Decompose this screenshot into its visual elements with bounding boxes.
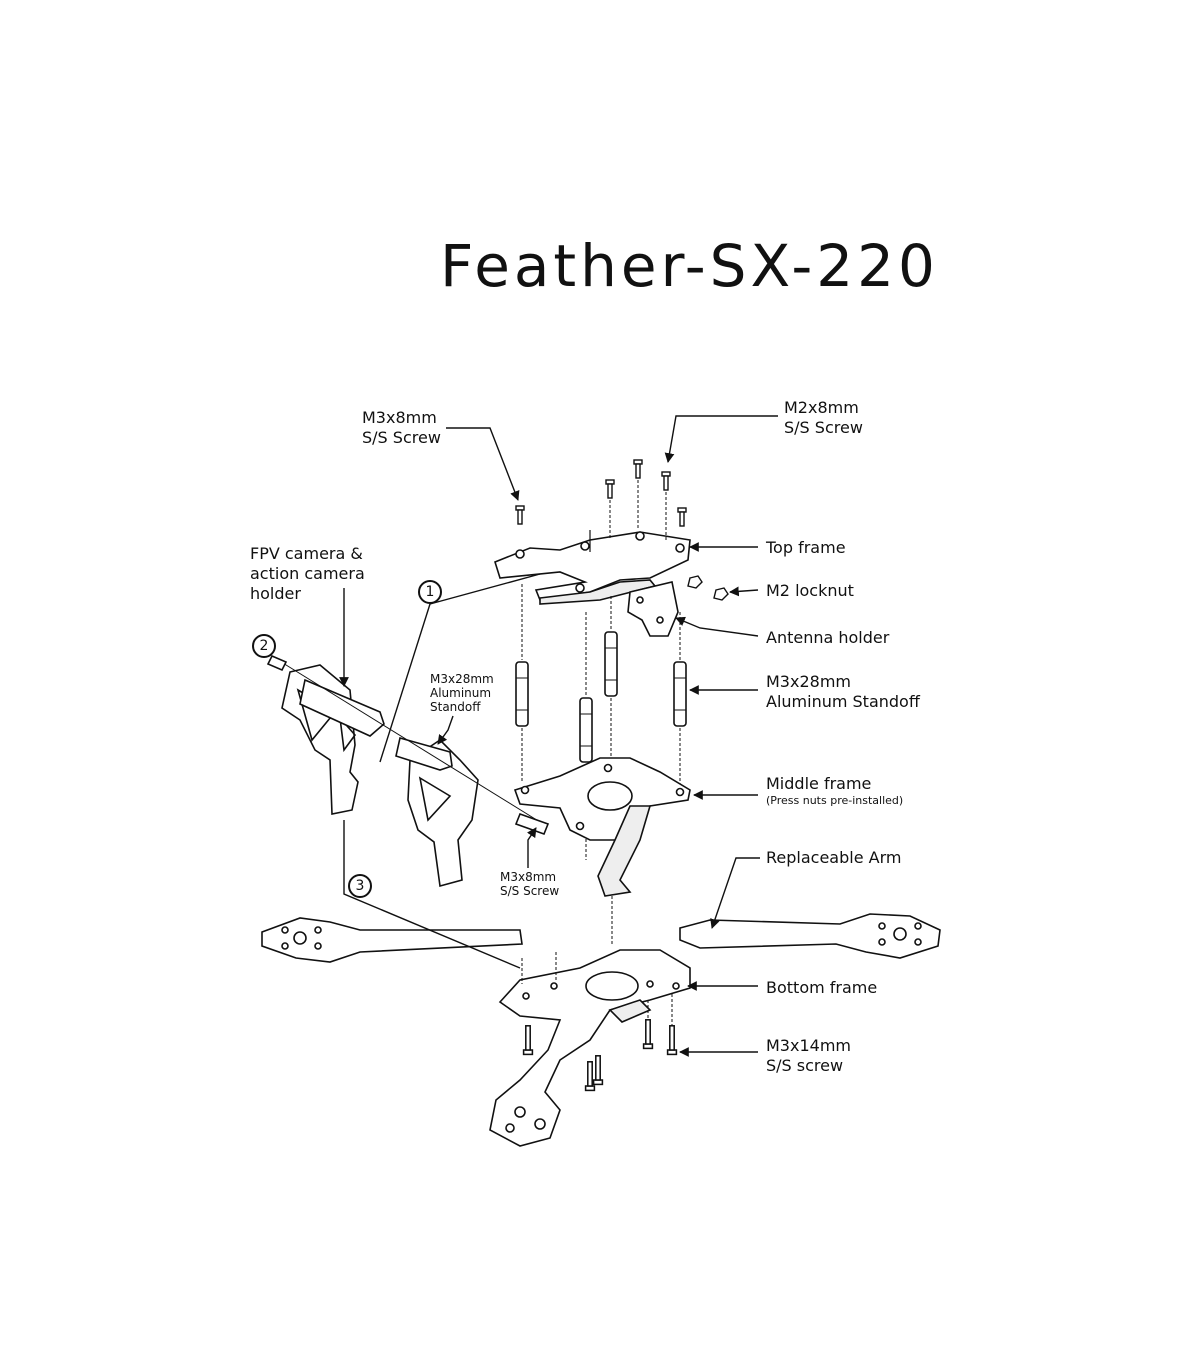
step-badge-1: 1 bbox=[418, 580, 442, 604]
label-m2-locknut: M2 locknut bbox=[766, 581, 854, 600]
label-m2x8-line2: S/S Screw bbox=[784, 418, 863, 437]
label-m2x8-line1: M2x8mm bbox=[784, 398, 859, 417]
label-middle-frame: Middle frame bbox=[766, 774, 872, 793]
camera-holder-right bbox=[407, 738, 479, 888]
step-badge-3: 3 bbox=[348, 874, 372, 898]
label-standoff-right-line2: Aluminum Standoff bbox=[766, 692, 920, 711]
label-fpv-line2: action camera bbox=[250, 564, 365, 583]
antenna-holder-part bbox=[627, 581, 679, 637]
label-m3x8-mid-line1: M3x8mm bbox=[500, 870, 557, 884]
top-screws bbox=[515, 459, 687, 552]
top-frame-part bbox=[494, 531, 691, 605]
label-middle-frame-note: (Press nuts pre-installed) bbox=[766, 794, 904, 807]
label-antenna-holder: Antenna holder bbox=[766, 628, 890, 647]
label-fpv-line3: holder bbox=[250, 584, 301, 603]
step-badge-2: 2 bbox=[252, 634, 276, 658]
label-m3x14: M3x14mm S/S screw bbox=[766, 1036, 851, 1076]
middle-frame-part bbox=[513, 757, 691, 897]
label-fpv-line1: FPV camera & bbox=[250, 544, 363, 563]
label-m3x8-mid-line2: S/S Screw bbox=[500, 884, 560, 898]
label-m3x8-top-line2: S/S Screw bbox=[362, 428, 441, 447]
bottom-frame-part bbox=[489, 949, 691, 1147]
m2-locknuts bbox=[687, 575, 729, 601]
replaceable-arm-right bbox=[679, 913, 941, 959]
page-title: Feather-SX-220 bbox=[440, 232, 939, 300]
leader-lines bbox=[339, 415, 778, 1057]
label-standoff-left-line1: M3x28mm bbox=[430, 672, 494, 686]
label-fpv-camera-holder: FPV camera & action camera holder bbox=[250, 544, 365, 604]
label-standoff-left: M3x28mm Aluminum Standoff bbox=[430, 672, 494, 714]
camera-holder-standoffs bbox=[266, 654, 550, 836]
label-m2x8: M2x8mm S/S Screw bbox=[784, 398, 863, 438]
label-m3x8-top-line1: M3x8mm bbox=[362, 408, 437, 427]
label-bottom-frame: Bottom frame bbox=[766, 978, 878, 997]
label-replaceable-arm: Replaceable Arm bbox=[766, 848, 902, 867]
label-m3x8-top: M3x8mm S/S Screw bbox=[362, 408, 441, 448]
label-standoff-left-line2: Aluminum bbox=[430, 686, 492, 700]
label-m3x8-mid: M3x8mm S/S Screw bbox=[500, 870, 559, 898]
label-m3x14-line1: M3x14mm bbox=[766, 1036, 851, 1055]
label-standoff-left-line3: Standoff bbox=[430, 700, 481, 714]
label-m3x14-line2: S/S screw bbox=[766, 1056, 844, 1075]
bottom-screws bbox=[521, 896, 678, 1092]
replaceable-arm-left bbox=[261, 917, 523, 963]
label-standoff-right-line1: M3x28mm bbox=[766, 672, 851, 691]
label-standoff-right: M3x28mm Aluminum Standoff bbox=[766, 672, 920, 712]
label-top-frame: Top frame bbox=[766, 538, 846, 557]
